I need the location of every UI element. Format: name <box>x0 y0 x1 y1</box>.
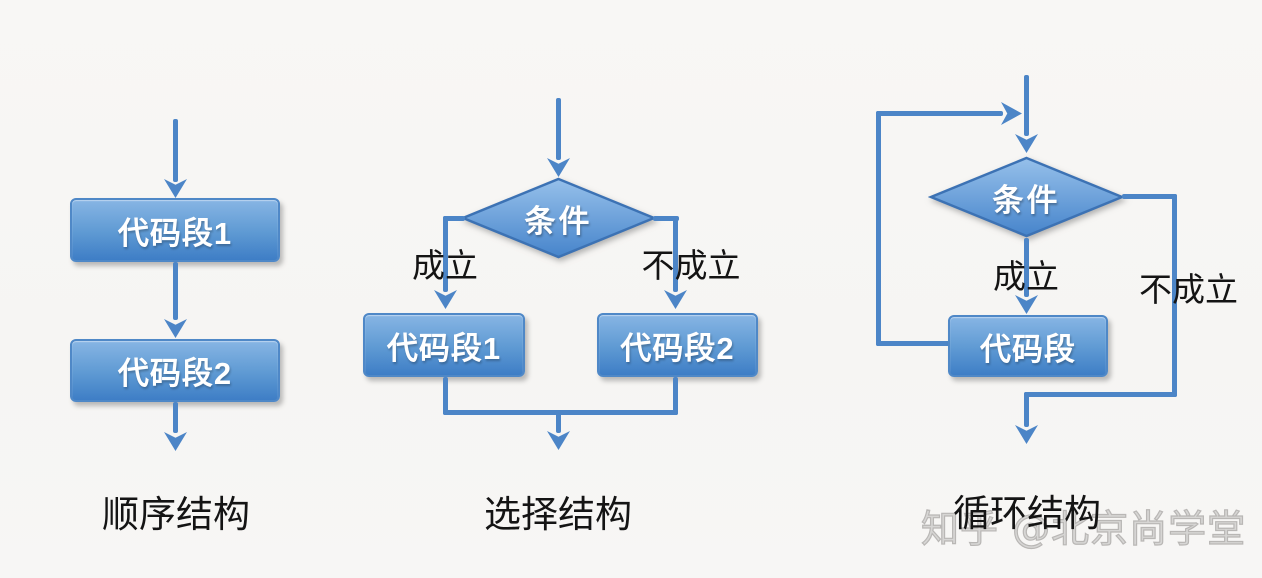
loop-true-branch-vline <box>1024 238 1029 297</box>
sel-entry-arrowhead-icon <box>547 158 570 177</box>
loop-back-top-hline <box>876 111 1003 116</box>
loop-condition-diamond: 条件 <box>928 156 1125 238</box>
sel-false-label: 不成立 <box>641 246 741 285</box>
loop-false-branch-hline <box>1122 194 1177 199</box>
loop-node-label: 代码段 <box>980 331 1076 367</box>
loop-true-label: 成立 <box>993 257 1059 296</box>
loop-exit-arrow-line <box>1024 392 1029 427</box>
loop-entry-arrowhead-icon <box>1015 134 1038 153</box>
sel-title: 选择结构 <box>484 493 632 536</box>
loop-condition-label: 条件 <box>992 182 1061 218</box>
seq-mid-arrowhead-icon <box>164 319 187 338</box>
loop-false-branch-vline <box>1172 194 1177 397</box>
seq-node-2: 代码段2 <box>70 339 280 402</box>
loop-exit-arrowhead-icon <box>1015 425 1038 444</box>
seq-mid-arrow-line <box>173 262 178 320</box>
seq-exit-arrowhead-icon <box>164 432 187 451</box>
sel-condition-diamond: 条件 <box>460 177 657 259</box>
seq-node-1: 代码段1 <box>70 198 280 262</box>
loop-back-left-vline <box>876 111 881 346</box>
seq-title: 顺序结构 <box>102 493 250 536</box>
seq-entry-arrow-line <box>173 119 178 182</box>
sel-exit-arrow-line <box>556 410 561 433</box>
sel-node-1-label: 代码段1 <box>386 330 502 366</box>
sel-true-branch-vline <box>443 216 448 292</box>
loop-back-arrowhead-icon <box>1001 102 1022 125</box>
seq-node-1-label: 代码段1 <box>117 215 233 251</box>
sel-merge-right-vline <box>673 377 678 415</box>
sel-condition-label: 条件 <box>524 203 593 239</box>
loop-exit-hline <box>1024 392 1177 397</box>
sel-exit-arrowhead-icon <box>547 431 570 450</box>
diamond-shape-icon <box>928 156 1125 238</box>
sel-false-arrowhead-icon <box>664 290 687 309</box>
sel-node-1: 代码段1 <box>363 313 525 377</box>
sel-node-2: 代码段2 <box>597 313 758 377</box>
sel-node-2-label: 代码段2 <box>620 330 735 366</box>
sel-merge-left-vline <box>443 377 448 415</box>
loop-back-bottom-hline <box>876 341 950 346</box>
loop-false-label: 不成立 <box>1139 270 1238 309</box>
sel-true-branch-hline <box>443 216 465 221</box>
loop-entry-arrow-line <box>1024 75 1029 136</box>
seq-exit-arrow-line <box>173 402 178 433</box>
sel-true-arrowhead-icon <box>434 290 457 309</box>
sel-true-label: 成立 <box>412 246 478 285</box>
loop-title: 循环结构 <box>953 492 1101 535</box>
sel-false-branch-hline <box>653 216 679 221</box>
sel-entry-arrow-line <box>556 98 561 160</box>
sel-false-branch-vline <box>673 216 678 292</box>
seq-node-2-label: 代码段2 <box>117 356 233 391</box>
diamond-shape-icon <box>460 177 657 259</box>
loop-node: 代码段 <box>948 315 1108 377</box>
watermark: 知乎 @北京尚学堂 <box>920 506 1247 551</box>
